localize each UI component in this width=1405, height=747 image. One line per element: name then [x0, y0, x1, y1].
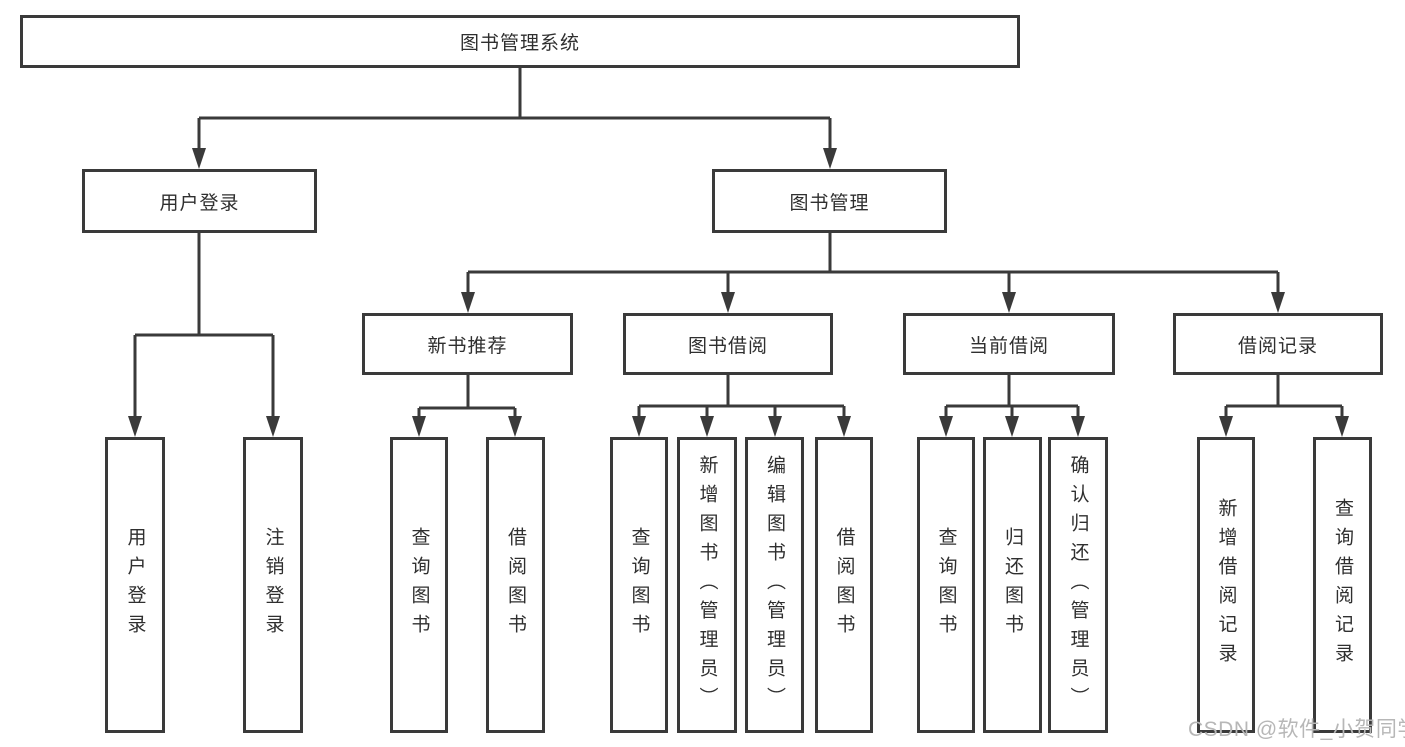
node-leaf-user-login: 用户登录	[105, 437, 165, 733]
node-leaf-borrow-edit-books: 编辑图书（管理员）	[745, 437, 804, 733]
node-label: 图书管理系统	[459, 33, 580, 54]
node-leaf-recommend-query-books: 查询图书	[390, 437, 448, 733]
node-label: 用户登录	[124, 527, 146, 643]
node-leaf-logout: 注销登录	[243, 437, 303, 733]
node-leaf-borrow-borrow-books: 借阅图书	[815, 437, 873, 733]
node-leaf-current-confirm-return: 确认归还（管理员）	[1048, 437, 1108, 733]
node-leaf-records-query-record: 查询借阅记录	[1313, 437, 1372, 733]
node-leaf-recommend-borrow-books: 借阅图书	[486, 437, 545, 733]
node-new-book-recommend: 新书推荐	[362, 313, 573, 375]
node-label: 归还图书	[1002, 527, 1023, 643]
node-label: 用户登录	[159, 192, 240, 214]
node-label: 借阅图书	[505, 527, 526, 643]
node-book-borrowing: 图书借阅	[623, 313, 833, 375]
csdn-watermark: CSDN @软件_小贺同学	[1188, 718, 1405, 741]
node-label: 查询图书	[628, 527, 650, 643]
node-label: 查询借阅记录	[1332, 498, 1353, 672]
node-book-management: 图书管理	[712, 169, 947, 233]
node-label: 编辑图书（管理员）	[764, 454, 785, 716]
node-label: 新增借阅记录	[1215, 498, 1237, 672]
node-leaf-records-add-record: 新增借阅记录	[1197, 437, 1255, 733]
node-label: 借阅记录	[1237, 335, 1318, 357]
node-leaf-borrow-add-books: 新增图书（管理员）	[677, 437, 737, 733]
arrowheads	[128, 148, 1349, 437]
node-label: 确认归还（管理员）	[1067, 454, 1089, 716]
node-label: 注销登录	[262, 527, 284, 643]
node-user-login: 用户登录	[82, 169, 317, 233]
node-label: 新增图书（管理员）	[696, 454, 718, 716]
node-label: 新书推荐	[427, 335, 508, 357]
node-label: 图书借阅	[687, 335, 768, 357]
node-label: 图书管理	[789, 192, 870, 214]
node-current-borrowing: 当前借阅	[903, 313, 1115, 375]
node-leaf-current-return-books: 归还图书	[983, 437, 1042, 733]
node-label: 查询图书	[935, 527, 957, 643]
node-label: 借阅图书	[833, 527, 855, 643]
node-label: 查询图书	[408, 527, 430, 643]
node-label: 当前借阅	[968, 335, 1049, 357]
node-leaf-current-query-books: 查询图书	[917, 437, 975, 733]
node-borrowing-records: 借阅记录	[1173, 313, 1383, 375]
tree-edges	[133, 68, 1344, 418]
node-library-management-system: 图书管理系统	[20, 15, 1020, 68]
node-leaf-borrow-query-books: 查询图书	[610, 437, 668, 733]
